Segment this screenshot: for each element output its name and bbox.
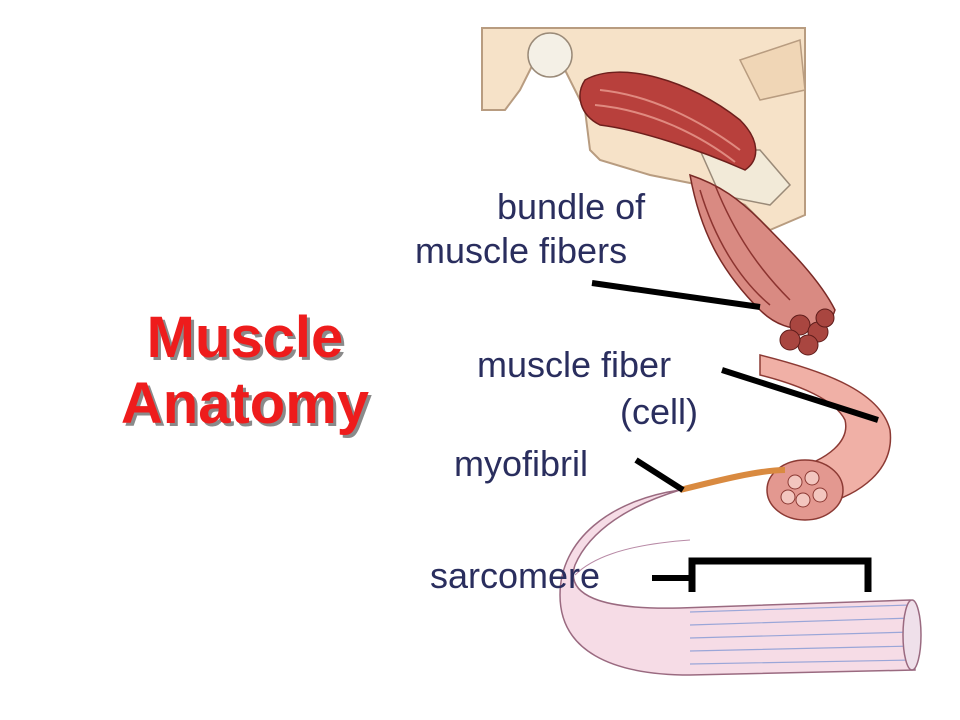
- label-bundle-line-1: bundle of: [497, 186, 646, 227]
- myofibril-strand: [559, 467, 922, 676]
- label-bundle-line-2: muscle fibers: [415, 230, 628, 271]
- fiber-leader-line: [721, 367, 879, 423]
- title-line-2: Anatomy: [120, 371, 370, 436]
- muscle-fiber-bundle: [689, 173, 836, 356]
- myofibril-leader-line: [634, 457, 685, 493]
- sarcomere-bracket: [652, 557, 872, 592]
- biceps-muscle: [579, 71, 757, 171]
- bundle-leader-line: [591, 280, 761, 310]
- single-muscle-fiber: [759, 354, 892, 521]
- label-fiber-line-1: muscle fiber: [477, 344, 672, 385]
- title-line-1: Muscle: [146, 305, 344, 370]
- label-fiber-line-2: (cell): [620, 391, 698, 432]
- label-myofibril: myofibril: [454, 443, 589, 484]
- page-title: Muscle Anatomy: [100, 305, 390, 437]
- label-sarcomere: sarcomere: [430, 555, 601, 596]
